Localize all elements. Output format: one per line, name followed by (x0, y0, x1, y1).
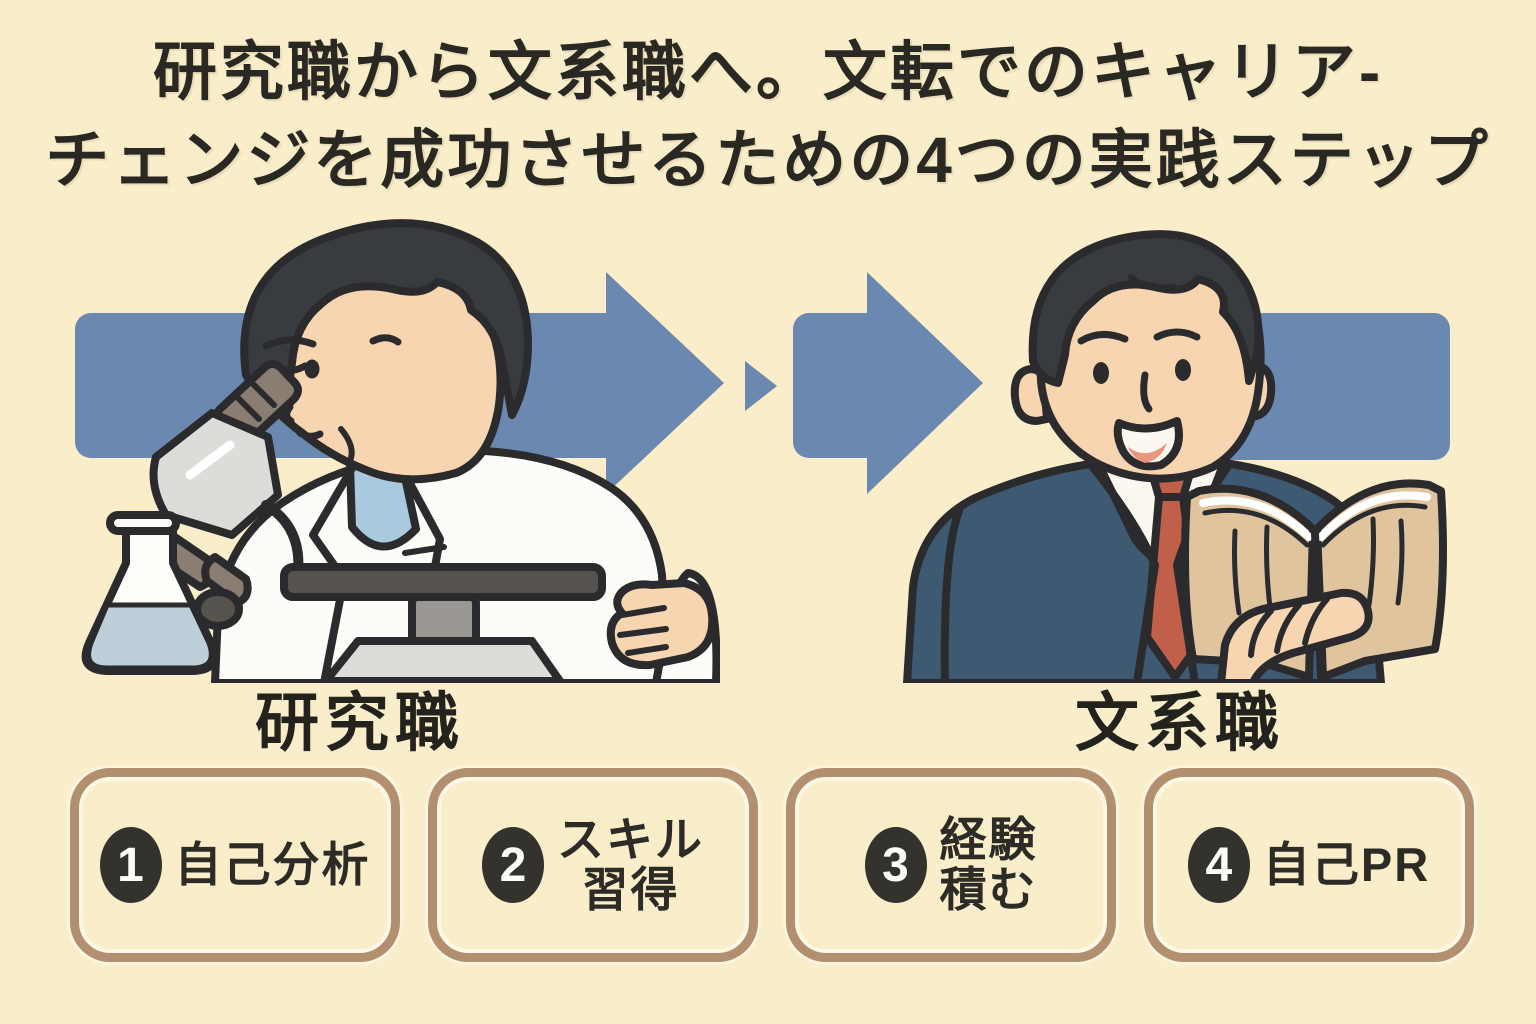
step-card-3: 3 経験 積む (786, 768, 1116, 962)
step-number-badge-3: 3 (864, 827, 927, 903)
from-role-label: 研究職 (255, 687, 465, 759)
step-number-badge-2: 2 (482, 827, 544, 903)
step-card-4: 4 自己PR (1144, 768, 1474, 962)
researcher-hair (240, 219, 532, 419)
flask-icon (81, 511, 219, 675)
researcher-illustration (81, 219, 720, 683)
step-card-2: 2 スキル 習得 (428, 768, 758, 962)
step-label-1: 自己分析 (174, 838, 371, 892)
arrow-separator-triangle-icon (745, 361, 777, 411)
page-title: 研究職から文系職へ。文転でのキャリア- チェンジを成功させるための4つの実践ステ… (0, 28, 1536, 205)
step-label-2: スキル 習得 (557, 813, 704, 916)
business-person-figure (903, 230, 1447, 683)
step-card-1: 1 自己分析 (70, 768, 400, 962)
title-line-1: 研究職から文系職へ。文転でのキャリア- (152, 36, 1384, 108)
business-hand (1217, 588, 1373, 683)
step-number-badge-1: 1 (99, 827, 162, 903)
step-label-3: 経験 積む (939, 813, 1038, 916)
step-label-4: 自己PR (1262, 838, 1431, 892)
business-person-illustration (903, 230, 1447, 683)
business-hair (1028, 230, 1263, 387)
open-book-icon (1181, 479, 1447, 683)
researcher-hand (606, 579, 717, 670)
title-line-2: チェンジを成功させるための4つの実践ステップ (45, 124, 1491, 197)
researcher-shirt (346, 459, 420, 551)
researcher-figure (81, 219, 720, 683)
arrow-body-right (793, 313, 869, 458)
to-role-label: 文系職 (1075, 687, 1285, 759)
microscope-icon (149, 360, 606, 683)
step-number-badge-4: 4 (1187, 827, 1250, 903)
